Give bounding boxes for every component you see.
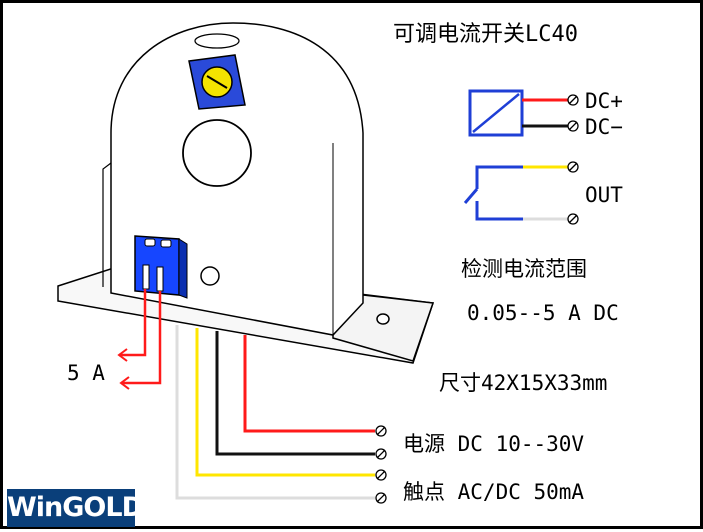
wiring-diagram [57, 22, 579, 504]
current-input-wires [117, 289, 162, 390]
current-label: 5 A [67, 361, 105, 385]
wire-yellow [195, 328, 375, 477]
adjustment-potentiometer[interactable] [188, 54, 246, 110]
contact-rating-label: 触点 AC/DC 50mA [403, 480, 585, 504]
detection-range-label: 检测电流范围 [461, 257, 587, 281]
dc-terminals [567, 94, 579, 132]
brand-logo: WinGOLD [7, 489, 144, 527]
power-symbol [468, 89, 569, 137]
sensor-body [57, 22, 435, 364]
detection-range-value: 0.05--5 A DC [467, 301, 619, 325]
power-supply-label: 电源 DC 10--30V [403, 432, 585, 456]
sensing-aperture [182, 119, 252, 187]
output-cable [175, 325, 375, 500]
wire-black [215, 331, 375, 456]
output-terminals [375, 425, 387, 504]
out-terminals [567, 161, 579, 225]
dc-minus-label: DC− [585, 115, 623, 139]
terminal-block [134, 235, 188, 299]
relay-contact-symbol [463, 165, 569, 221]
diagram-title: 可调电流开关LC40 [393, 22, 578, 47]
out-label: OUT [585, 183, 623, 207]
mounting-hole [376, 313, 390, 325]
dc-plus-label: DC+ [585, 89, 623, 113]
dimensions-label: 尺寸42X15X33mm [439, 371, 608, 395]
indicator-hole [200, 266, 220, 286]
wire-red [243, 335, 375, 433]
wire-white [175, 325, 375, 500]
